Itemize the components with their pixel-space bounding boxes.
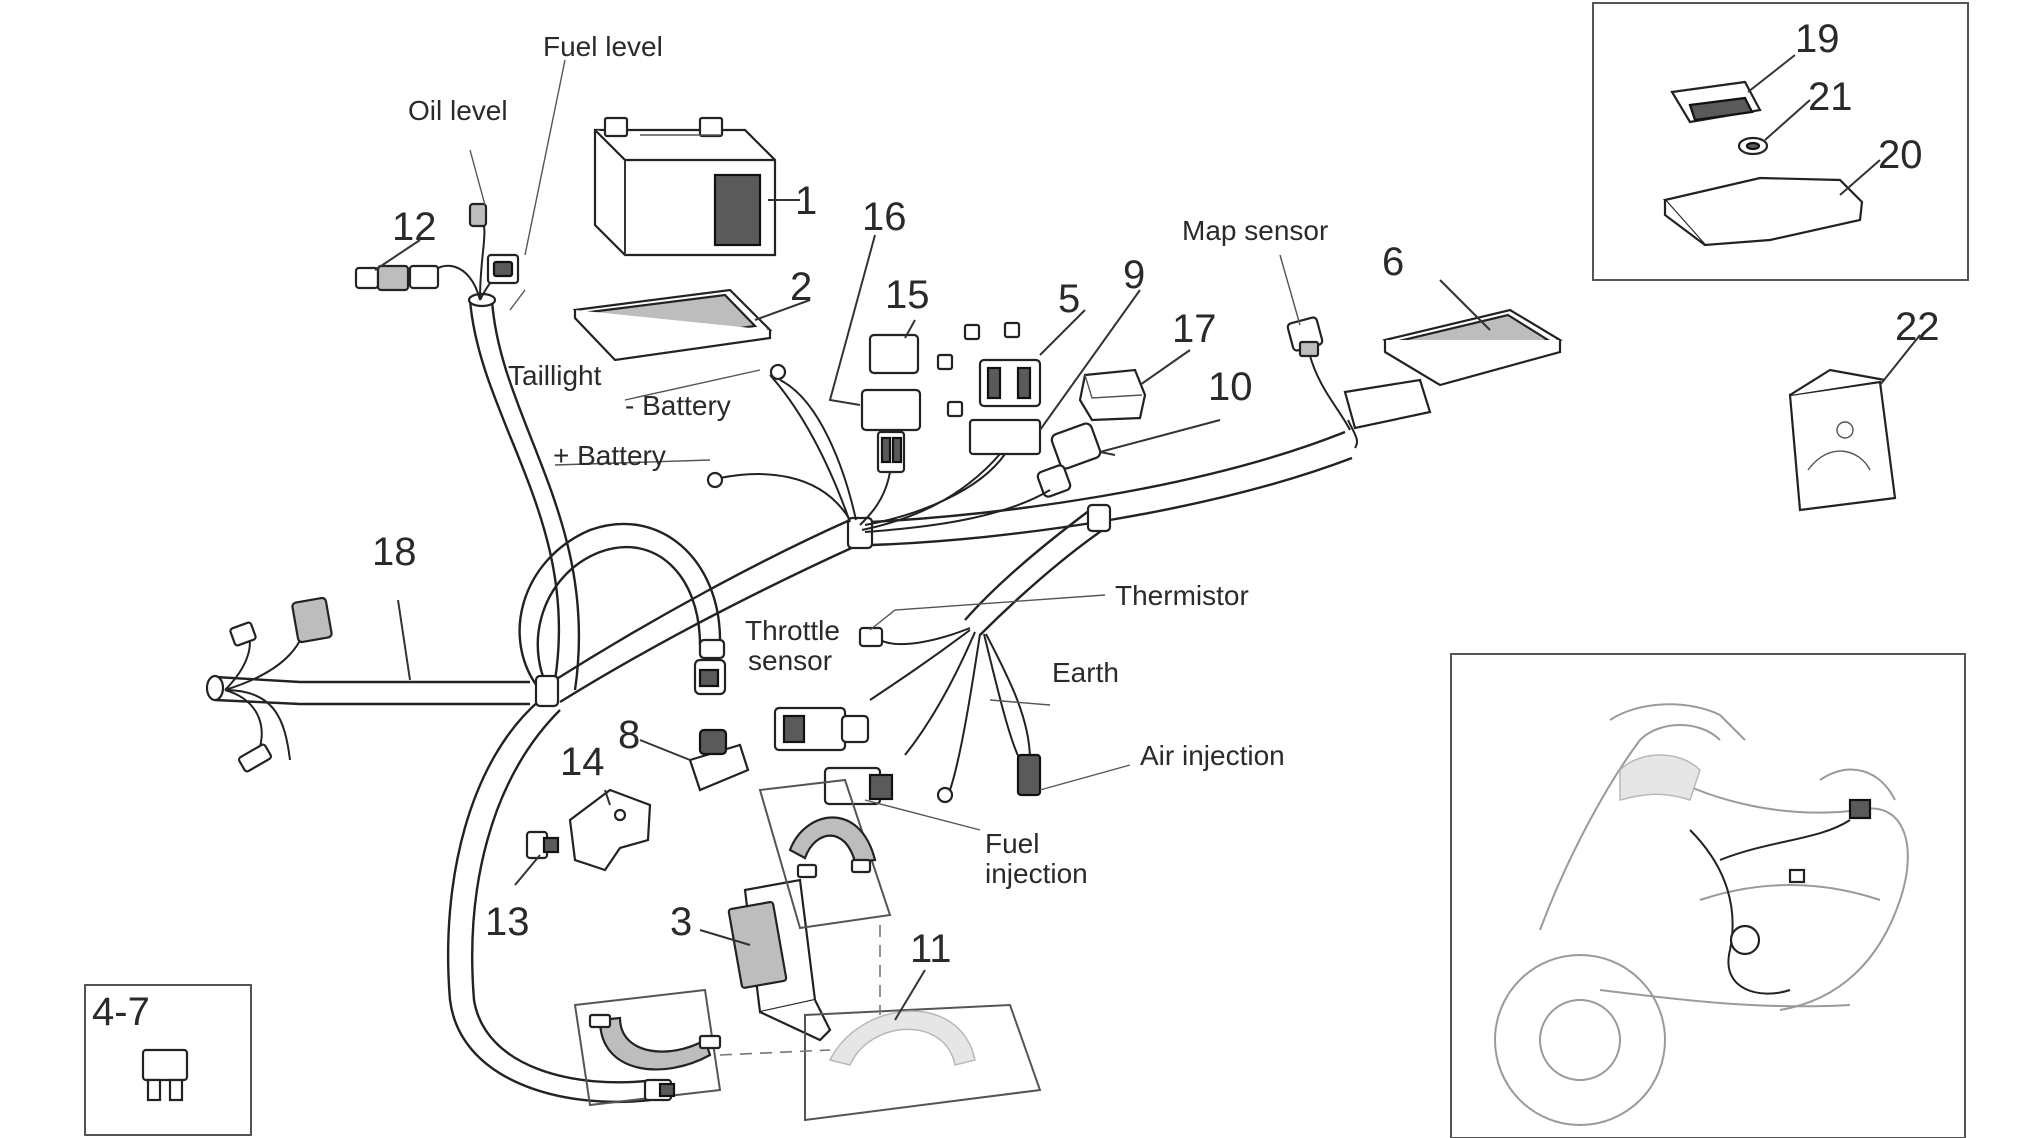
part-13 (525, 830, 560, 860)
map-sensor-part (1286, 316, 1351, 431)
callout-18: 18 (372, 530, 417, 574)
label-oil-level: Oil level (408, 95, 508, 126)
callout-14: 14 (560, 740, 605, 784)
callout-4-7: 4-7 (92, 990, 150, 1034)
callout-21: 21 (1808, 75, 1853, 119)
callout-9: 9 (1123, 253, 1145, 297)
text-labels: Fuel level Oil level Taillight - Battery… (408, 31, 1328, 889)
relays-and-fuses (769, 321, 1147, 533)
label-plus-battery: + Battery (553, 440, 666, 471)
seal-box-lower (573, 988, 722, 1107)
label-map-sensor: Map sensor (1182, 215, 1328, 246)
callout-22: 22 (1895, 305, 1940, 349)
callout-10: 10 (1208, 365, 1253, 409)
label-air-injection: Air injection (1140, 740, 1285, 771)
label-fuel-injection-2: injection (985, 858, 1088, 889)
kit-11-sheet (719, 925, 1042, 1122)
callout-8: 8 (618, 713, 640, 757)
label-taillight: Taillight (508, 360, 602, 391)
callout-13: 13 (485, 900, 530, 944)
label-minus-battery: - Battery (625, 390, 731, 421)
callout-6: 6 (1382, 240, 1404, 284)
label-earth: Earth (1052, 657, 1119, 688)
ecu-unit (1343, 308, 1563, 449)
lower-branch-connector (643, 1078, 676, 1102)
seal-box-upper (758, 778, 892, 930)
coil-3 (727, 878, 832, 1042)
throttle-sensor-part (773, 706, 870, 752)
callout-2: 2 (790, 265, 812, 309)
callout-3: 3 (670, 900, 692, 944)
label-fuel-level: Fuel level (543, 31, 663, 62)
callout-15: 15 (885, 273, 930, 317)
fuse-box-4-7 (84, 984, 252, 1136)
label-fuel-injection-1: Fuel (985, 828, 1039, 859)
callout-16: 16 (862, 195, 907, 239)
leader-lines (374, 59, 1491, 1021)
part-8 (688, 728, 750, 792)
left-stub-wires (224, 596, 333, 773)
part-14-bracket (568, 788, 652, 872)
fuel-injector-part (823, 766, 894, 806)
battery (593, 116, 777, 257)
label-thermistor: Thermistor (1115, 580, 1249, 611)
callout-numbers: 1 2 3 4-7 5 6 8 9 10 11 12 13 14 15 16 1… (92, 17, 1940, 1034)
callout-1: 1 (795, 179, 817, 223)
callout-11: 11 (910, 927, 952, 971)
main-harness (205, 292, 1353, 1104)
callout-17: 17 (1172, 307, 1217, 351)
battery-terminals (706, 363, 851, 521)
scooter-inset (1450, 653, 1966, 1138)
label-throttle-sensor-2: sensor (748, 645, 832, 676)
callout-19: 19 (1795, 17, 1840, 61)
taillight-connectors (354, 202, 520, 301)
loop-connector (693, 658, 727, 696)
bag-22 (1788, 334, 1921, 512)
kit-box-19-21 (1592, 2, 1969, 281)
callout-5: 5 (1058, 277, 1080, 321)
callout-12: 12 (392, 205, 437, 249)
battery-tray (572, 288, 773, 362)
throttle-area-wires (858, 626, 1042, 804)
label-throttle-sensor-1: Throttle (745, 615, 840, 646)
callout-20: 20 (1878, 133, 1923, 177)
